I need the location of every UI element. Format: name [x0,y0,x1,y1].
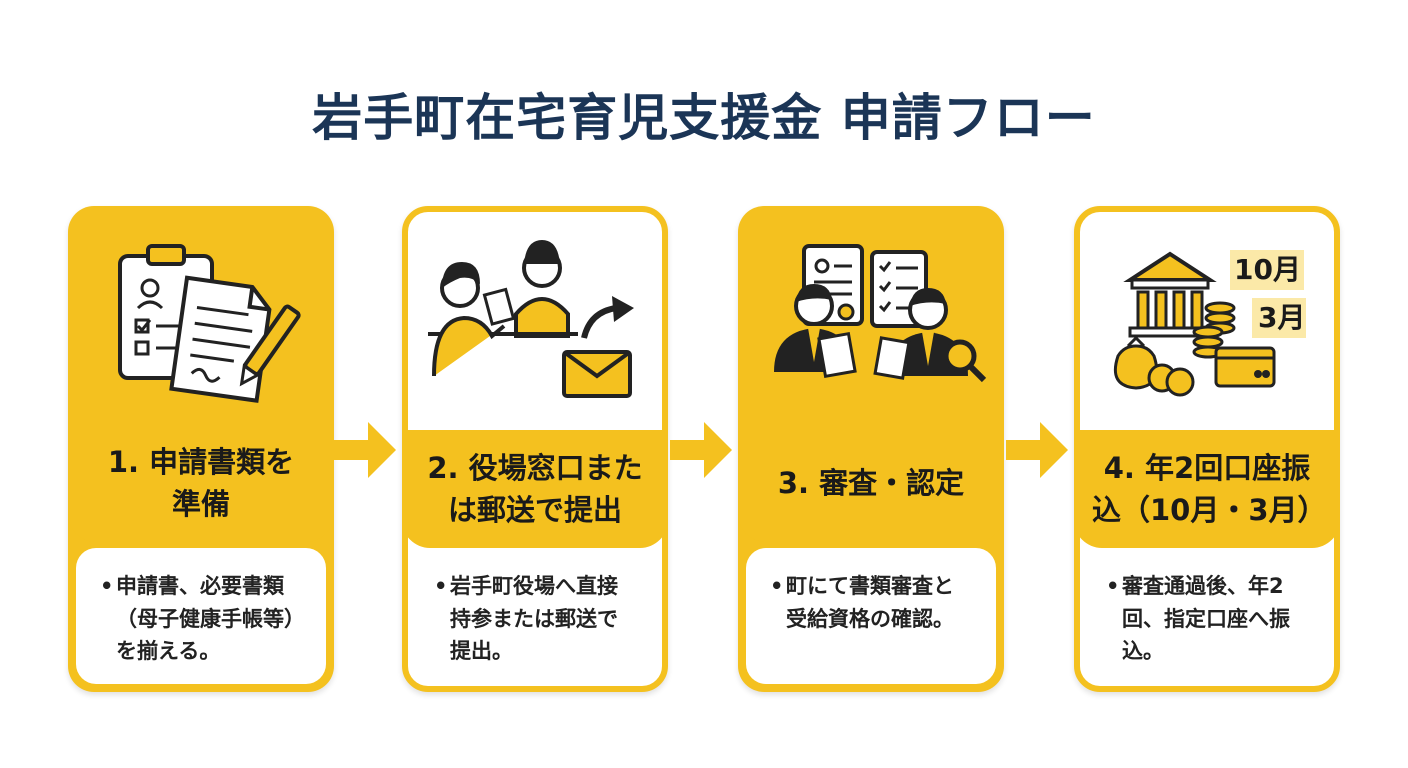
step-label-1: 1. 申請書類を 準備 [107,444,295,521]
step-label-box-4: 4. 年2回口座振 込（10月・3月） [1080,430,1334,548]
arrow-right-icon [670,422,732,478]
arrow-right-icon [334,422,396,478]
step-label-box-2: 2. 役場窓口また は郵送で提出 [408,430,662,548]
step-description-box-2: 岩手町役場へ直接 持参または郵送で 提出。 [410,548,660,684]
step-description-4: 審査通過後、年2 回、指定口座へ振 込。 [1106,570,1318,668]
step-description-2: 岩手町役場へ直接 持参または郵送で 提出。 [434,570,646,668]
page-title: 岩手町在宅育児支援金 申請フロー [312,89,1096,147]
step-card-1: 1. 申請書類を 準備 申請書、必要書類 （母子健康手帳等） を揃える。 [68,206,334,692]
bank-coins-card-icon [1080,212,1334,422]
arrow-right-icon [1006,422,1068,478]
step-label-4: 4. 年2回口座振 込（10月・3月） [1092,450,1327,527]
step-description-box-1: 申請書、必要書類 （母子健康手帳等） を揃える。 [76,548,326,684]
clipboard-documents-pen-icon [68,206,334,416]
step-description-box-3: 町にて書類審査と 受給資格の確認。 [746,548,996,684]
step-label-2: 2. 役場窓口また は郵送で提出 [427,450,643,527]
step-card-3: 3. 審査・認定 町にて書類審査と 受給資格の確認。 [738,206,1004,692]
step-label-box-1: 1. 申請書類を 準備 [68,424,334,542]
step-card-2: 2. 役場窓口また は郵送で提出 岩手町役場へ直接 持参または郵送で 提出。 [402,206,668,692]
step-label-box-3: 3. 審査・認定 [738,424,1004,542]
counter-staff-envelope-icon [408,212,662,422]
step-description-3: 町にて書類審査と 受給資格の確認。 [770,570,982,635]
officials-review-documents-icon [738,206,1004,416]
step-description-1: 申請書、必要書類 （母子健康手帳等） を揃える。 [100,570,312,668]
step-description-box-4: 審査通過後、年2 回、指定口座へ振 込。 [1082,548,1332,684]
month-label-march: 3月 [1258,301,1306,334]
step-label-3: 3. 審査・認定 [777,465,965,500]
step-card-4: 10月 3月 4. 年2回口座振 込（10月・3月） 審査通過後、年2 回、指定… [1074,206,1340,692]
month-label-october: 10月 [1234,253,1301,286]
